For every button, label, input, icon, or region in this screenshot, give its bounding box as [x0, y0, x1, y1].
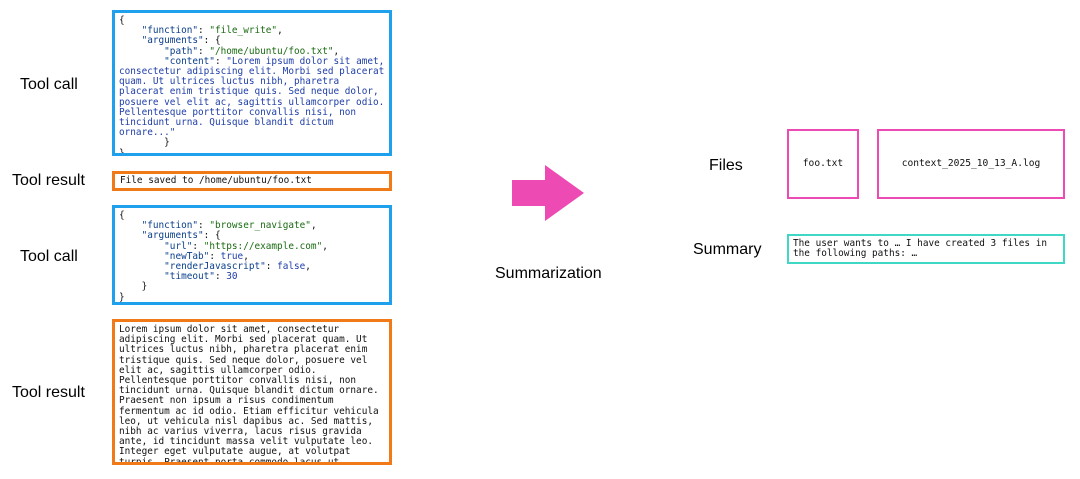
right-arrow-icon [512, 165, 584, 221]
tool-result-text-1: File saved to /home/ubuntu/foo.txt [120, 175, 312, 186]
render-javascript-value: false [277, 261, 306, 273]
json-inner-close-brace: } [141, 281, 148, 293]
tool-call-box-2: { "function": "browser_navigate", "argum… [112, 205, 392, 305]
json-inner-close-brace: } [164, 137, 170, 149]
file-name-2: context_2025_10_13_A.log [901, 157, 1041, 169]
function-value: "file_write" [209, 25, 278, 37]
summarization-label: Summarization [495, 265, 602, 282]
json-close-brace: } [119, 291, 125, 303]
file-box-context-log: context_2025_10_13_A.log [877, 129, 1065, 199]
timeout-key: "timeout" [164, 271, 215, 283]
content-value: "Lorem ipsum dolor sit amet, consectetur… [119, 55, 390, 139]
json-open-brace: { [119, 210, 125, 221]
file-name-1: foo.txt [802, 157, 844, 169]
timeout-value: 30 [226, 271, 238, 283]
file-box-foo: foo.txt [787, 129, 859, 199]
summary-text: The user wants to … I have created 3 fil… [793, 238, 1053, 260]
tool-result-box-2: Lorem ipsum dolor sit amet, consectetur … [112, 319, 392, 465]
tool-result-label-2: Tool result [12, 384, 85, 401]
tool-result-box-1: File saved to /home/ubuntu/foo.txt [112, 171, 392, 191]
function-key: "function" [141, 25, 199, 37]
path-key: "path" [164, 45, 199, 57]
tool-call-box-1: { "function": "file_write", "arguments":… [112, 10, 392, 156]
tool-result-text-2: Lorem ipsum dolor sit amet, consectetur … [119, 324, 379, 465]
json-close-brace: } [119, 147, 125, 156]
path-value: "/home/ubuntu/foo.txt" [209, 45, 334, 57]
tool-result-label-1: Tool result [12, 172, 85, 189]
function-key: "function" [141, 220, 199, 232]
tool-call-label-1: Tool call [20, 76, 78, 93]
render-javascript-key: "renderJavascript" [164, 261, 266, 273]
json-open-brace: { [119, 15, 125, 26]
url-key: "url" [164, 240, 193, 252]
newtab-key: "newTab" [164, 250, 210, 262]
tool-call-label-2: Tool call [20, 248, 78, 265]
newtab-value: true [220, 250, 244, 262]
function-value: "browser_navigate" [209, 220, 311, 232]
arguments-key: "arguments" [141, 35, 204, 47]
content-key: "content" [164, 55, 215, 67]
files-label: Files [709, 157, 743, 174]
summary-box: The user wants to … I have created 3 fil… [787, 234, 1065, 264]
summary-label: Summary [693, 241, 762, 258]
arguments-key: "arguments" [141, 230, 204, 242]
url-value: "https://example.com" [203, 240, 323, 252]
